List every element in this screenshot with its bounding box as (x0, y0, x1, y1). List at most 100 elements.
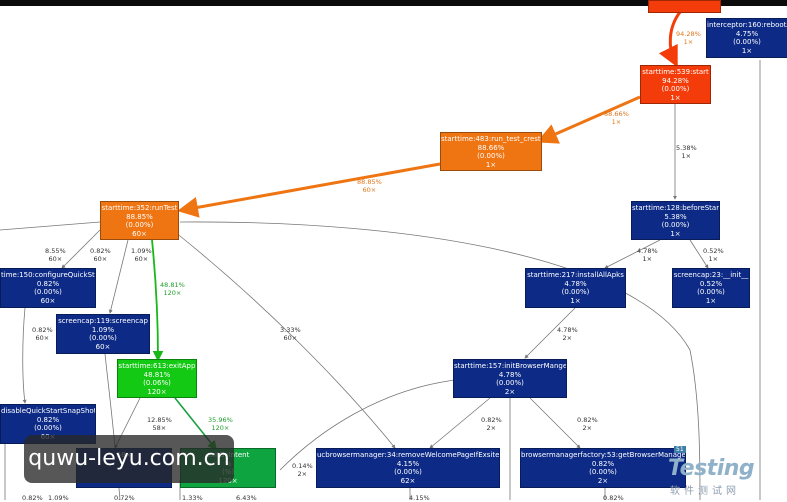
edge-initbrowser-removewelcome (429, 397, 491, 449)
node-line: starttime:483:run_test_crests (441, 135, 542, 143)
edge-label-line: 1× (708, 255, 719, 263)
edge-label-line: 60× (35, 334, 50, 342)
edge-runtest-exitapp (151, 239, 164, 362)
edge-label-0-52: 0.52%1× (703, 247, 724, 263)
edge-label-line: 0.82% (90, 247, 111, 255)
edge-label-line: 60× (93, 255, 108, 263)
node-line: 4.78% (498, 370, 522, 379)
watermark-banner: quwu-leyu.com.cn (24, 435, 234, 483)
node-top-red[interactable] (648, 0, 721, 13)
edge-label-line: 60× (134, 255, 149, 263)
edge-label-line: 1.09% (48, 494, 69, 502)
edge-label-line: 1.33% (182, 494, 203, 502)
edge-initbrowser-getbrowser (529, 397, 581, 449)
node-line: 4.75% (735, 29, 759, 38)
node-line: starttime:157:initBrowserManger (454, 362, 567, 370)
node-line: 94.28% (662, 76, 689, 85)
edge-label-line: 2× (562, 334, 573, 342)
edge-label-88-85: 88.85%60× (357, 178, 382, 194)
edge-label-0-72: 0.72% (114, 494, 135, 502)
node-line: 0.52% (699, 279, 723, 288)
node-line: interceptor:160:rebootAll (707, 21, 787, 29)
edge-initbrowser-left (279, 379, 456, 471)
testing-logo: 51 Testing 软件测试网 (668, 446, 780, 498)
edge-install-initbrowser (524, 307, 576, 359)
edge-label-4-78-b: 4.78%2× (557, 326, 578, 342)
node-line: 4.15% (396, 459, 420, 468)
node-line: 120× (147, 387, 167, 396)
node-line: 5.38% (664, 212, 687, 221)
edge-label-line: 58× (152, 424, 167, 432)
node-line: starttime:352:runTest (101, 204, 178, 212)
edge-configquick-disable (22, 307, 27, 404)
edge-label-line: 1× (642, 255, 653, 263)
edge-label-0-82-e: 0.82% (22, 494, 43, 502)
logo-subtitle: 软件测试网 (670, 486, 740, 497)
node-line: starttime:128:beforeStart (632, 204, 720, 212)
edge-label-line: 1× (683, 38, 694, 46)
node-line: (0.00%) (34, 424, 62, 433)
edge-label-line: 1× (611, 118, 622, 126)
edge-label-0-82-b: 0.82%60× (32, 326, 53, 342)
node-line: ucbrowsermanager:34:removeWelcomePageIfE… (317, 451, 500, 459)
node-removewelcomepageifexsited[interactable]: ucbrowsermanager:34:removeWelcomePageIfE… (316, 448, 500, 488)
node-line: time:150:configureQuickStart (1, 271, 96, 279)
node-line: (0.00%) (477, 152, 505, 161)
edge-runtest-screencap (108, 239, 129, 314)
node-line: screencap:119:screencap (58, 317, 148, 325)
node-getbrowsermanager[interactable]: browsermanagerfactory:53:getBrowserManag… (520, 448, 686, 488)
node-line: 0.82% (591, 459, 615, 468)
edge-label-1-33: 1.33% (182, 494, 203, 502)
node-line: (0.00%) (661, 85, 690, 94)
edge-label-0-82-c: 0.82%2× (481, 416, 502, 432)
edge-runtest-far-right (179, 221, 701, 500)
edge-label-line: 2× (582, 424, 593, 432)
node-line: 60× (132, 229, 147, 238)
edge-label-line: 1× (681, 152, 692, 160)
edge-label-line: 12.85% (147, 416, 172, 424)
edge-label-line: 0.52% (703, 247, 724, 255)
node-line: 1× (705, 296, 717, 305)
edge-label-line: 0.82% (22, 494, 43, 502)
edge-label-line: 60× (48, 255, 63, 263)
edge-beforestart-install (604, 239, 661, 269)
node-line: 1× (670, 229, 681, 238)
edge-start-runtestcrests (536, 95, 641, 144)
edge-label-line: 48.81% (160, 281, 185, 289)
edge-label-6-43: 6.43% (236, 494, 257, 502)
node-line: 1× (570, 296, 581, 305)
edge-label-88-66: 88.66%1× (604, 110, 629, 126)
edge-label-line: 2× (486, 424, 497, 432)
node-screencap-init[interactable]: screencap:23:__init__0.52%(0.00%)1× (672, 268, 750, 308)
node-line: disableQuickStartSnapShot (1, 407, 96, 415)
edge-runtest-left (0, 221, 101, 231)
node-line: (0.00%) (661, 221, 690, 230)
edge-label-5-38: 5.38%1× (676, 144, 697, 160)
edge-label-line: 60× (362, 186, 377, 194)
edge-label-line: 94.28% (676, 30, 701, 38)
node-line: 1× (485, 160, 497, 169)
node-line: 62× (400, 476, 416, 485)
node-line: 2× (597, 476, 609, 485)
node-line: 1× (741, 46, 753, 55)
edge-label-4-78-a: 4.78%1× (637, 247, 658, 263)
node-line: (0.00%) (561, 288, 590, 297)
logo-brand: Testing (668, 456, 755, 481)
edge-label-0-82-f: 0.82% (603, 494, 624, 502)
edge-label-line: 5.38% (676, 144, 697, 152)
edge-label-line: 0.72% (114, 494, 135, 502)
node-line: 60× (40, 296, 56, 305)
edge-runtest-removewelcome (174, 231, 396, 449)
node-line: browsermanagerfactory:53:getBrowserManag… (521, 451, 686, 459)
